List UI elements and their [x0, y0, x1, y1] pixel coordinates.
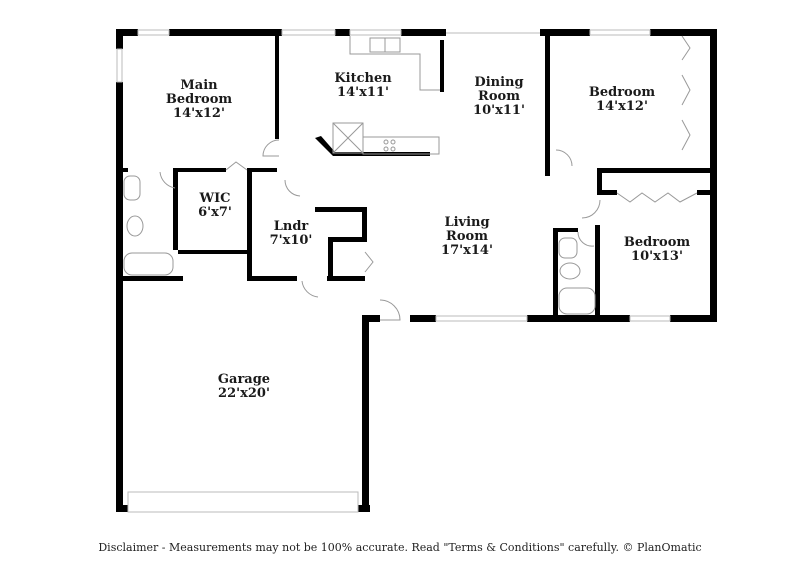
disclaimer-text: Disclaimer - Measurements may not be 100…: [98, 541, 702, 554]
room-size: 10'x13': [631, 249, 683, 264]
room-name: Kitchen: [334, 71, 392, 86]
room-laundry: Lndr 7'x10': [270, 220, 313, 248]
room-name-line1: Living: [444, 215, 490, 230]
room-bedroom-3: Bedroom 10'x13': [624, 236, 690, 264]
room-size: 10'x11': [473, 103, 525, 118]
room-size: 14'x12': [173, 106, 225, 121]
room-size: 7'x10': [269, 233, 313, 248]
room-name: WIC: [199, 191, 231, 206]
room-size: 14'x12': [596, 99, 648, 114]
room-size: 17'x14': [441, 243, 493, 258]
room-main-bedroom: Main Bedroom 14'x12': [166, 79, 232, 121]
room-name: Bedroom: [588, 85, 656, 100]
room-bedroom-2: Bedroom 14'x12': [589, 86, 655, 114]
room-garage: Garage 22'x20': [218, 373, 270, 401]
room-kitchen: Kitchen 14'x11': [334, 72, 391, 100]
room-dining-room: Dining Room 10'x11': [473, 76, 525, 118]
room-name-line1: Dining: [474, 75, 524, 90]
room-name: Bedroom: [623, 235, 691, 250]
room-name-line2: Room: [446, 229, 488, 244]
room-name-line1: Main: [180, 78, 218, 93]
room-size: 6'x7': [198, 205, 232, 220]
room-name: Garage: [217, 372, 271, 387]
fixtures: [123, 35, 698, 321]
room-living-room: Living Room 17'x14': [441, 216, 493, 258]
room-size: 14'x11': [337, 85, 389, 100]
room-name: Lndr: [273, 219, 309, 234]
room-size: 22'x20': [218, 386, 270, 401]
windows: [116, 29, 671, 513]
room-name-line2: Room: [478, 89, 520, 104]
room-name-line2: Bedroom: [165, 92, 233, 107]
room-wic: WIC 6'x7': [198, 192, 232, 220]
